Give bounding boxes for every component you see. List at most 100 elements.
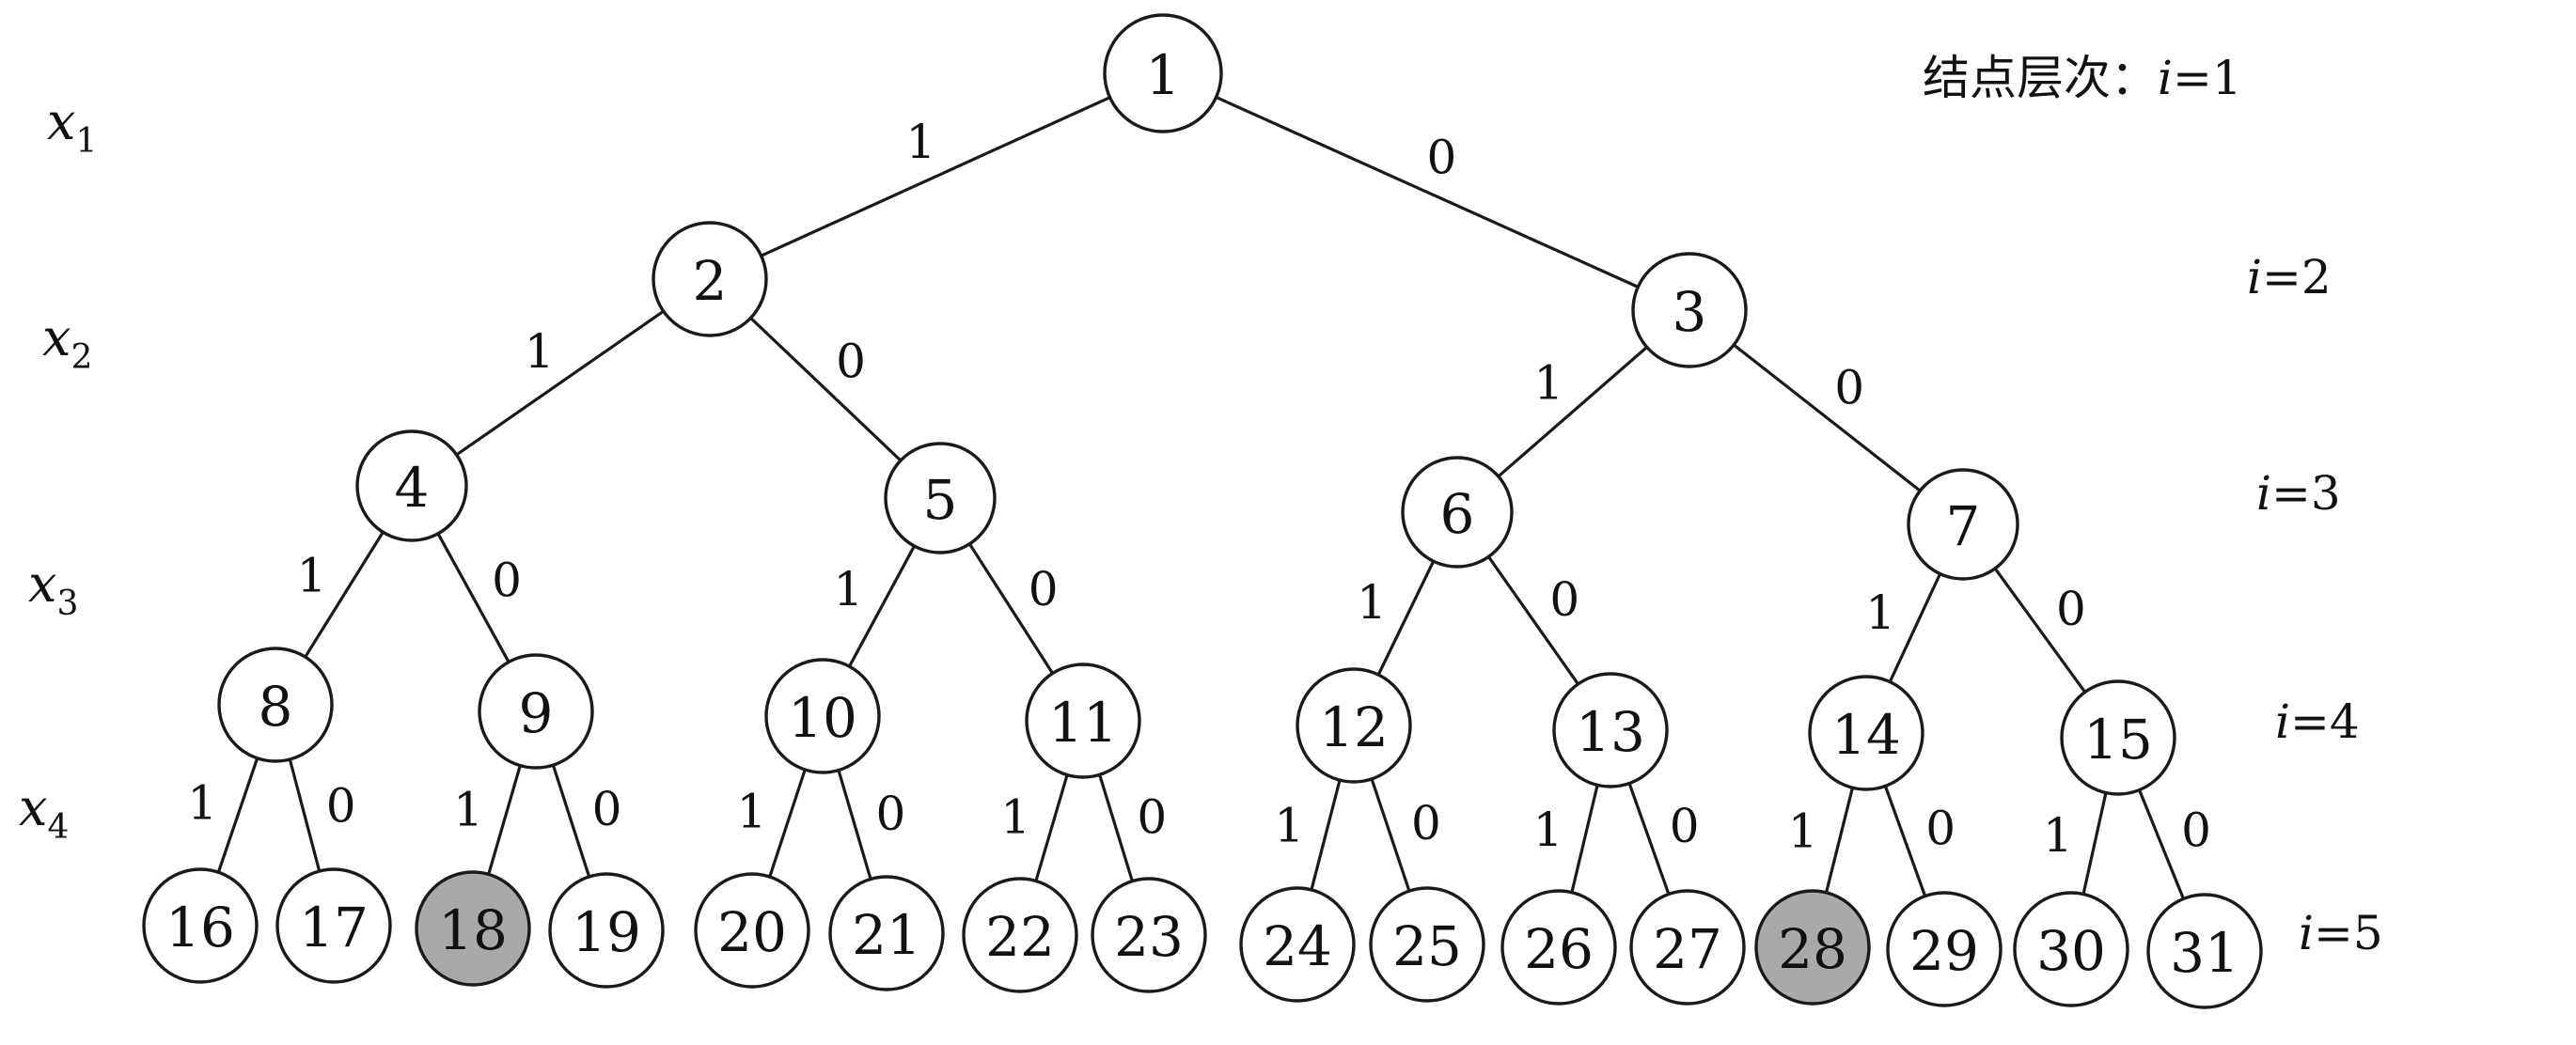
node-label: 16	[165, 896, 235, 959]
level-label-4: i=4	[2275, 694, 2360, 749]
edge-1-2	[760, 96, 1111, 257]
edge-12-24	[1310, 779, 1342, 891]
node-circle	[1629, 889, 1746, 1006]
node-circle	[142, 867, 259, 984]
node-label: 25	[1392, 914, 1462, 978]
node-label: 2	[693, 249, 728, 313]
tree-node-26: 26	[1500, 889, 1617, 1006]
node-circle	[1631, 252, 1748, 368]
edge-8-16	[216, 757, 259, 873]
tree-node-1: 1	[1103, 13, 1223, 133]
tree-node-10: 10	[764, 658, 881, 774]
node-circle	[1500, 889, 1617, 1006]
level-label-2: i=2	[2247, 250, 2332, 304]
edge-label-13-26: 1	[1533, 803, 1563, 857]
node-circle	[1239, 886, 1356, 1003]
edge-3-7	[1733, 343, 1922, 492]
edge-1-3	[1215, 95, 1639, 289]
edge-6-13	[1487, 555, 1579, 685]
edge-label-1-2: 1	[906, 115, 936, 169]
edge-label-13-27: 0	[1670, 799, 1700, 853]
node-label: 8	[259, 675, 293, 739]
edge-label-4-8: 1	[297, 548, 327, 602]
node-circle	[478, 653, 594, 770]
edge-label-14-29: 0	[1925, 801, 1956, 855]
node-label: 18	[438, 898, 508, 962]
edge-10-21	[837, 770, 872, 880]
edge-2-5	[749, 317, 903, 462]
node-circle	[1025, 663, 1141, 779]
tree-node-11: 11	[1025, 663, 1141, 779]
tree-node-2: 2	[652, 221, 768, 337]
variable-label-x3: x3	[28, 554, 78, 623]
node-circle	[355, 429, 468, 542]
node-label: 29	[1909, 919, 1979, 983]
edge-12-25	[1370, 778, 1411, 892]
edge-7-15	[1993, 567, 2087, 694]
node-label: 4	[395, 456, 430, 520]
node-circle	[217, 647, 334, 763]
node-circle	[2146, 893, 2263, 1009]
tree-node-5: 5	[884, 442, 997, 554]
tree-node-8: 8	[217, 647, 334, 763]
node-label: 24	[1263, 914, 1332, 978]
tree-node-23: 23	[1091, 877, 1207, 993]
tree-node-3: 3	[1631, 252, 1748, 368]
edge-label-5-11: 0	[1029, 562, 1059, 616]
edge-6-12	[1376, 560, 1436, 676]
edge-7-14	[1888, 572, 1942, 683]
edge-label-3-7: 0	[1834, 361, 1864, 415]
tree-node-13: 13	[1552, 672, 1669, 788]
edge-13-26	[1570, 784, 1599, 894]
node-circle	[1369, 886, 1485, 1003]
edge-label-15-30: 1	[2043, 808, 2073, 863]
tree-node-15: 15	[2060, 679, 2176, 796]
node-label: 10	[788, 686, 857, 750]
node-circle	[1091, 877, 1207, 993]
tree-node-4: 4	[355, 429, 468, 542]
variable-label-x1: x1	[47, 92, 97, 161]
node-circle	[1886, 891, 2003, 1007]
node-label: 1	[1146, 43, 1181, 107]
node-circle	[884, 442, 997, 554]
node-label: 27	[1653, 917, 1722, 981]
node-circle	[2060, 679, 2176, 796]
edge-label-9-19: 0	[592, 782, 622, 836]
node-label: 20	[717, 900, 787, 964]
tree-node-18: 18	[415, 870, 531, 987]
edge-label-5-10: 1	[833, 562, 863, 616]
edge-15-31	[2138, 789, 2185, 899]
node-label: 21	[852, 903, 921, 967]
node-circle	[694, 872, 810, 989]
tree-node-31: 31	[2146, 893, 2263, 1009]
node-label: 12	[1319, 695, 1389, 759]
edge-label-6-12: 1	[1357, 575, 1387, 630]
edge-label-3-6: 1	[1533, 355, 1563, 410]
node-circle	[828, 875, 945, 991]
edge-9-18	[487, 765, 522, 875]
tree-node-19: 19	[548, 872, 665, 989]
edge-label-11-23: 0	[1137, 789, 1167, 844]
edge-9-19	[551, 764, 591, 878]
node-circle	[1103, 13, 1223, 133]
node-label: 17	[299, 896, 369, 959]
edge-label-2-4: 1	[525, 324, 555, 379]
tree-node-12: 12	[1296, 667, 1412, 784]
edge-label-7-14: 1	[1865, 585, 1895, 640]
highlighted-node-circle	[415, 870, 531, 987]
node-circle	[275, 867, 392, 984]
tree-node-28: 28	[1754, 889, 1871, 1006]
edge-11-23	[1098, 773, 1134, 882]
edge-13-27	[1627, 783, 1671, 895]
node-label: 23	[1114, 905, 1184, 969]
node-circle	[1552, 672, 1669, 788]
edge-label-10-20: 1	[737, 785, 767, 839]
edge-label-2-5: 0	[836, 335, 866, 389]
edge-label-10-21: 0	[875, 787, 905, 841]
tree-node-27: 27	[1629, 889, 1746, 1006]
tree-node-14: 14	[1808, 675, 1924, 791]
tree-node-24: 24	[1239, 886, 1356, 1003]
